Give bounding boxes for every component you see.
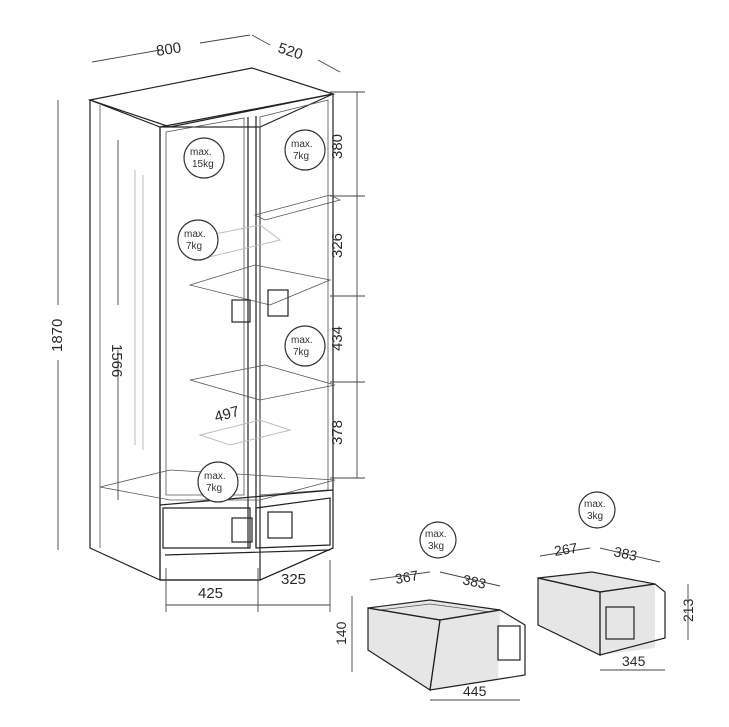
svg-text:15kg: 15kg xyxy=(192,159,214,170)
load-badge-mid-right: max. 7kg xyxy=(284,325,326,367)
small-drawer-height: 213 xyxy=(680,598,696,622)
svg-text:3kg: 3kg xyxy=(428,541,444,552)
load-badge-large-drawer: max. 3kg xyxy=(419,521,457,559)
drawer-front-left-width: 425 xyxy=(198,585,223,602)
large-drawer-width: 445 xyxy=(463,683,487,699)
svg-text:3kg: 3kg xyxy=(587,511,603,522)
svg-text:7kg: 7kg xyxy=(186,241,202,252)
load-badge-small-drawer: max. 3kg xyxy=(578,491,616,529)
load-badge-mid-left: max. 7kg xyxy=(177,219,219,261)
load-badge-top-right: max. 7kg xyxy=(284,129,326,171)
shelf-gap-3: 434 xyxy=(329,326,346,351)
svg-text:max.: max. xyxy=(184,229,206,240)
svg-text:max.: max. xyxy=(291,139,313,150)
drawer-front-right-width: 325 xyxy=(281,571,306,588)
shelf-gap-2: 326 xyxy=(329,233,346,258)
svg-text:7kg: 7kg xyxy=(293,151,309,162)
shelf-gap-4: 378 xyxy=(329,420,346,445)
svg-text:max.: max. xyxy=(190,147,212,158)
large-drawer-height: 140 xyxy=(333,621,349,645)
svg-text:7kg: 7kg xyxy=(293,347,309,358)
load-badge-bottom: max. 7kg xyxy=(197,461,239,503)
svg-text:max.: max. xyxy=(204,471,226,482)
large-drawer-depth-right: 383 xyxy=(461,571,487,592)
small-drawer-depth-right: 383 xyxy=(612,543,638,564)
small-drawer-width: 345 xyxy=(622,653,646,669)
large-drawer-depth-left: 367 xyxy=(394,567,420,587)
svg-text:max.: max. xyxy=(291,335,313,346)
cabinet-depth-label: 520 xyxy=(276,40,305,64)
svg-text:max.: max. xyxy=(584,499,606,510)
small-drawer-depth-left: 267 xyxy=(553,539,579,558)
load-badge-top-left: max. 15kg xyxy=(183,137,225,179)
svg-text:max.: max. xyxy=(425,529,447,540)
cabinet-height-label: 1870 xyxy=(49,319,66,352)
cabinet-width-label: 800 xyxy=(155,39,182,60)
shelf-gap-1: 380 xyxy=(329,134,346,159)
small-drawer-drawing xyxy=(537,571,666,656)
shelf-depth-label: 497 xyxy=(213,403,242,426)
large-drawer-drawing xyxy=(367,599,526,692)
svg-text:7kg: 7kg xyxy=(206,483,222,494)
wardrobe-drawing xyxy=(87,67,342,581)
inner-height-label: 1566 xyxy=(108,344,125,377)
